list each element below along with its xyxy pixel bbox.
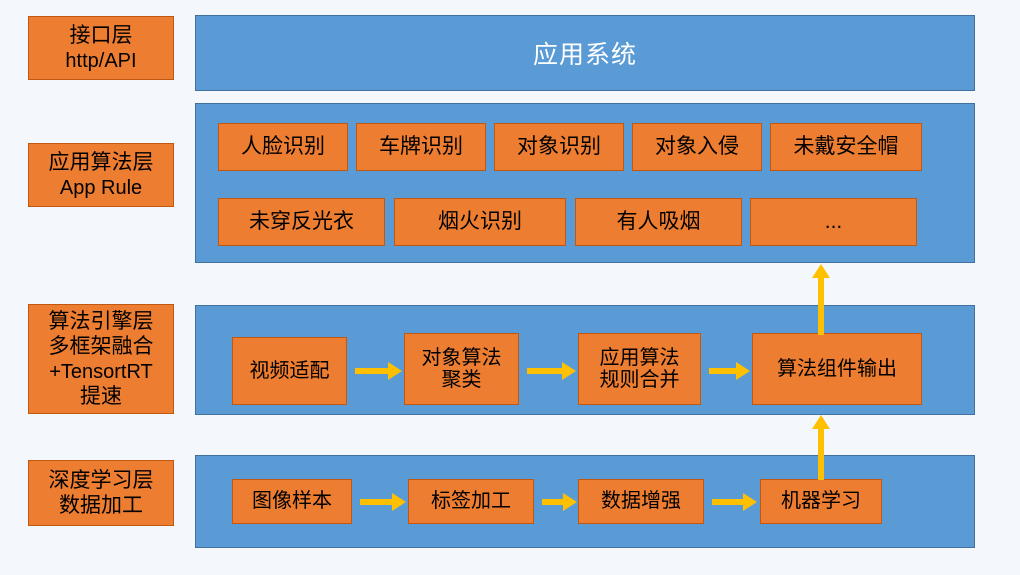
- app-rule-chip-object-recognition[interactable]: 对象识别: [494, 123, 624, 171]
- app-rule-chip-object-intrusion[interactable]: 对象入侵: [632, 123, 762, 171]
- layer-label-engine-line3: +TensortRT: [49, 360, 153, 383]
- arrow-data-augmentation-to-machine-learning: [712, 499, 744, 505]
- layer-label-deep-learning-line1: 深度学习层: [48, 468, 154, 492]
- deep-learning-node-label-processing[interactable]: 标签加工: [408, 479, 534, 524]
- layer-label-interface: 接口层 http/API: [28, 16, 174, 80]
- deep-learning-node-data-augmentation[interactable]: 数据增强: [578, 479, 704, 524]
- layer-label-interface-line1: 接口层: [69, 24, 133, 48]
- layer-label-deep-learning: 深度学习层 数据加工: [28, 460, 174, 526]
- arrow-label-processing-to-data-augmentation: [542, 499, 564, 505]
- layer-label-deep-learning-line2: 数据加工: [59, 494, 143, 517]
- arrow-clustering-to-rule-merge: [527, 368, 563, 374]
- app-rule-chip-face-recognition[interactable]: 人脸识别: [218, 123, 348, 171]
- arrow-rule-merge-to-component-output: [709, 368, 737, 374]
- arrow-deep-learning-to-engine: [818, 428, 824, 480]
- arrow-engine-to-app-rule: [818, 277, 824, 335]
- engine-node-algorithm-component-output[interactable]: 算法组件输出: [752, 333, 922, 405]
- engine-node-video-adaptation[interactable]: 视频适配: [232, 337, 347, 405]
- band-interface-title: 应用系统: [532, 41, 637, 69]
- deep-learning-node-image-samples[interactable]: 图像样本: [232, 479, 352, 524]
- band-interface: 应用系统: [195, 15, 975, 91]
- layer-label-interface-line2: http/API: [65, 49, 137, 72]
- arrow-video-adaptation-to-clustering: [355, 368, 389, 374]
- app-rule-chip-plate-recognition[interactable]: 车牌识别: [356, 123, 486, 171]
- layer-label-engine-line2: 多框架融合: [48, 335, 154, 359]
- layer-label-app-rule-line1: 应用算法层: [48, 151, 154, 175]
- deep-learning-node-machine-learning[interactable]: 机器学习: [760, 479, 882, 524]
- app-rule-chip-no-helmet[interactable]: 未戴安全帽: [770, 123, 922, 171]
- layer-label-app-rule: 应用算法层 App Rule: [28, 143, 174, 207]
- engine-node-app-algorithm-rule-merge[interactable]: 应用算法 规则合并: [578, 333, 701, 405]
- layer-label-engine-line1: 算法引擎层: [48, 310, 154, 334]
- app-rule-chip-more[interactable]: ...: [750, 198, 917, 246]
- arrow-image-samples-to-label-processing: [360, 499, 393, 505]
- layer-label-app-rule-line2: App Rule: [59, 176, 143, 199]
- app-rule-chip-no-reflective-vest[interactable]: 未穿反光衣: [218, 198, 385, 246]
- layer-label-engine-line4: 提速: [80, 384, 122, 408]
- engine-node-object-algorithm-clustering[interactable]: 对象算法 聚类: [404, 333, 519, 405]
- layer-label-engine: 算法引擎层 多框架融合 +TensortRT 提速: [28, 304, 174, 414]
- app-rule-chip-fire-smoke-detection[interactable]: 烟火识别: [394, 198, 566, 246]
- app-rule-chip-smoking-detection[interactable]: 有人吸烟: [575, 198, 742, 246]
